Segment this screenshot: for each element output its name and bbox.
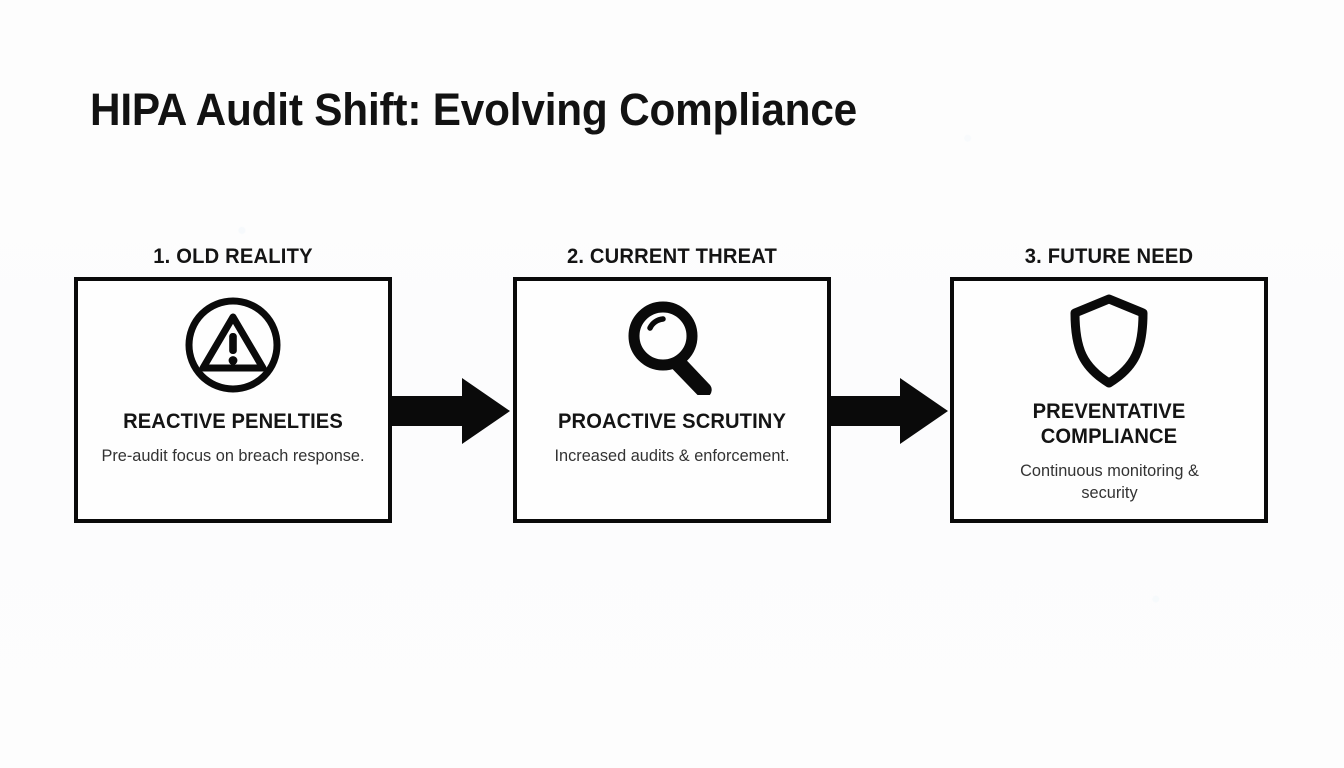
stage-description-3: Continuous monitoring & security bbox=[1019, 461, 1199, 502]
icon-slot-1 bbox=[78, 281, 388, 409]
stage-old-reality: 1. OLD REALITY REACTIVE PENELTIES Pre-au… bbox=[74, 245, 392, 523]
stage-label-2: PROACTIVE SCRUTINY bbox=[558, 410, 786, 433]
stage-header-2: 2. CURRENT THREAT bbox=[566, 245, 778, 268]
shield-icon bbox=[1070, 294, 1148, 388]
stage-box-3: PREVENTATIVE COMPLIANCE Continuous monit… bbox=[950, 277, 1268, 523]
stage-description-1: Pre-audit focus on breach response. bbox=[101, 446, 365, 465]
page-title: HIPA Audit Shift: Evolving Compliance bbox=[90, 84, 858, 135]
arrow-old-to-current-icon bbox=[392, 377, 510, 445]
text-slot-1: REACTIVE PENELTIES Pre-audit focus on br… bbox=[78, 409, 388, 467]
stage-future-need: 3. FUTURE NEED PREVENTATIVE COMPLIANCE C… bbox=[950, 245, 1268, 523]
stage-header-3: 3. FUTURE NEED bbox=[1024, 245, 1194, 268]
icon-slot-3 bbox=[954, 281, 1264, 399]
stage-label-3: PREVENTATIVE COMPLIANCE bbox=[1032, 400, 1186, 448]
stage-current-threat: 2. CURRENT THREAT PROACTIVE SCRUTINY Inc… bbox=[513, 245, 831, 523]
arrow-current-to-future-icon bbox=[830, 377, 948, 445]
stage-box-1: REACTIVE PENELTIES Pre-audit focus on br… bbox=[74, 277, 392, 523]
stage-description-2: Increased audits & enforcement. bbox=[554, 446, 790, 465]
text-slot-2: PROACTIVE SCRUTINY Increased audits & en… bbox=[517, 409, 827, 467]
stage-header-1: 1. OLD REALITY bbox=[153, 245, 313, 268]
right-arrow-icon bbox=[392, 378, 510, 444]
warning-circle-icon bbox=[185, 297, 281, 393]
stage-box-2: PROACTIVE SCRUTINY Increased audits & en… bbox=[513, 277, 831, 523]
right-arrow-icon bbox=[830, 378, 948, 444]
icon-slot-2 bbox=[517, 281, 827, 409]
text-slot-3: PREVENTATIVE COMPLIANCE Continuous monit… bbox=[954, 399, 1264, 504]
magnifying-glass-icon bbox=[628, 301, 712, 395]
stage-label-1: REACTIVE PENELTIES bbox=[123, 410, 343, 433]
